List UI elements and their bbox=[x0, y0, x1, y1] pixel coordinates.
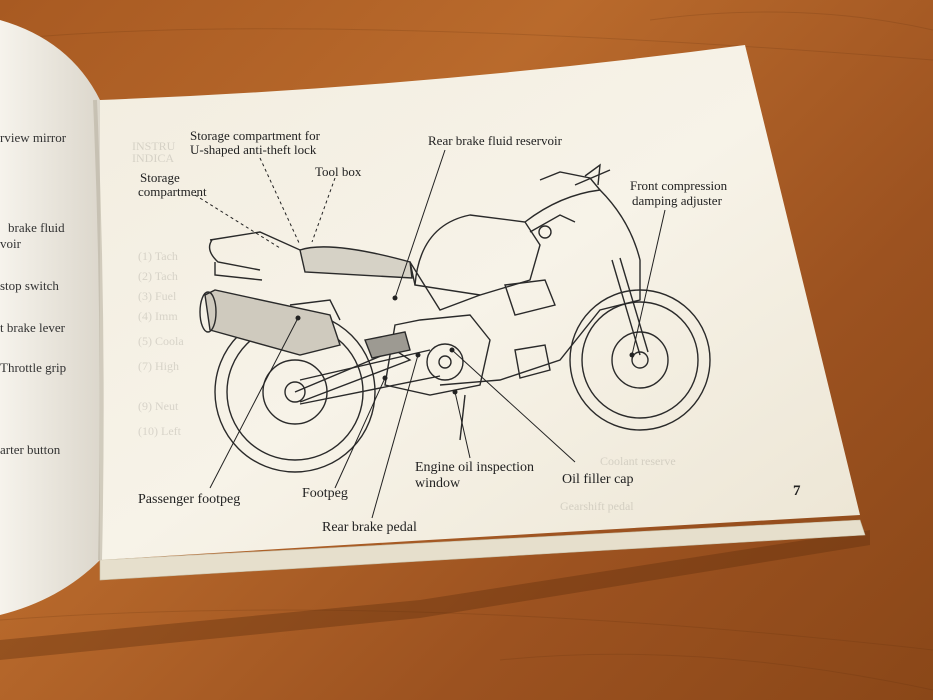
leader-dots bbox=[295, 295, 635, 395]
leader-lines bbox=[194, 149, 666, 519]
left-page-text-4: stop switch bbox=[0, 278, 59, 293]
label-front-compression-2: damping adjuster bbox=[632, 193, 722, 208]
label-rear-brake-fluid-reservoir: Rear brake fluid reservoir bbox=[428, 133, 562, 148]
svg-text:(9) Neut: (9) Neut bbox=[138, 399, 179, 413]
svg-text:(7) High: (7) High bbox=[138, 359, 179, 373]
right-page bbox=[100, 45, 860, 560]
left-page-text-6: Throttle grip bbox=[0, 360, 67, 375]
svg-text:Coolant reserve: Coolant reserve bbox=[600, 454, 676, 468]
label-passenger-footpeg: Passenger footpeg bbox=[138, 492, 241, 507]
label-front-compression-1: Front compression bbox=[630, 178, 728, 193]
label-storage-2: compartment bbox=[138, 184, 207, 199]
label-u-shaped-lock: U-shaped anti-theft lock bbox=[190, 142, 317, 157]
left-page-text-7: arter button bbox=[0, 442, 61, 457]
label-storage-compartment-for: Storage compartment for bbox=[190, 128, 320, 143]
left-page-text-3: voir bbox=[0, 236, 21, 251]
left-page-text-1: rview mirror bbox=[0, 130, 67, 145]
page-number: 7 bbox=[793, 483, 801, 499]
svg-text:(10) Left: (10) Left bbox=[138, 424, 182, 438]
label-footpeg: Footpeg bbox=[302, 486, 348, 501]
svg-text:(1) Tach: (1) Tach bbox=[138, 249, 178, 263]
left-page-text-5: t brake lever bbox=[0, 320, 65, 335]
label-storage-1: Storage bbox=[140, 170, 180, 185]
label-engine-oil-inspection-2: window bbox=[415, 476, 461, 491]
left-page-text-2: brake fluid bbox=[8, 220, 65, 235]
left-page bbox=[0, 20, 100, 615]
svg-text:(5) Coola: (5) Coola bbox=[138, 334, 184, 348]
label-oil-filler-cap: Oil filler cap bbox=[562, 472, 634, 487]
label-engine-oil-inspection-1: Engine oil inspection bbox=[415, 460, 534, 475]
svg-text:(4) Imm: (4) Imm bbox=[138, 309, 178, 323]
svg-text:INSTRU: INSTRU bbox=[132, 139, 176, 153]
svg-text:Gearshift pedal: Gearshift pedal bbox=[560, 499, 634, 513]
svg-text:(3) Fuel: (3) Fuel bbox=[138, 289, 177, 303]
label-rear-brake-pedal: Rear brake pedal bbox=[322, 520, 417, 535]
label-tool-box: Tool box bbox=[315, 164, 362, 179]
svg-text:INDICA: INDICA bbox=[132, 151, 174, 165]
svg-text:(2) Tach: (2) Tach bbox=[138, 269, 178, 283]
wood-grain bbox=[0, 11, 933, 691]
show-through-text: INSTRU INDICA (1) Tach (2) Tach (3) Fuel… bbox=[132, 139, 676, 513]
motorcycle-drawing bbox=[199, 163, 711, 473]
